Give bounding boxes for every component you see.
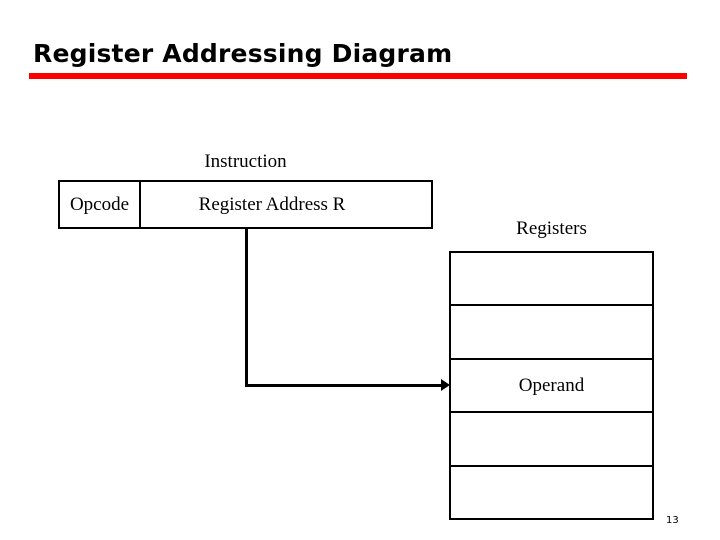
register-cell-operand: Operand — [451, 360, 652, 414]
instruction-label: Instruction — [204, 151, 287, 172]
connector-horizontal-segment — [245, 384, 445, 387]
instruction-box: Opcode Register Address R — [58, 180, 433, 229]
instruction-field-register-address: Register Address R — [198, 193, 346, 215]
registers-label: Registers — [516, 218, 587, 239]
register-cell — [451, 306, 652, 360]
page-number: 13 — [666, 515, 679, 526]
register-cell — [451, 413, 652, 467]
register-cell — [451, 253, 652, 307]
title-underline-rule — [29, 73, 687, 79]
register-stack: Operand — [449, 251, 654, 520]
connector-vertical-segment — [245, 229, 248, 387]
page-title: Register Addressing Diagram — [33, 39, 453, 68]
instruction-field-opcode: Opcode — [60, 182, 141, 227]
register-cell — [451, 467, 652, 518]
connector-arrowhead-icon — [441, 379, 450, 391]
